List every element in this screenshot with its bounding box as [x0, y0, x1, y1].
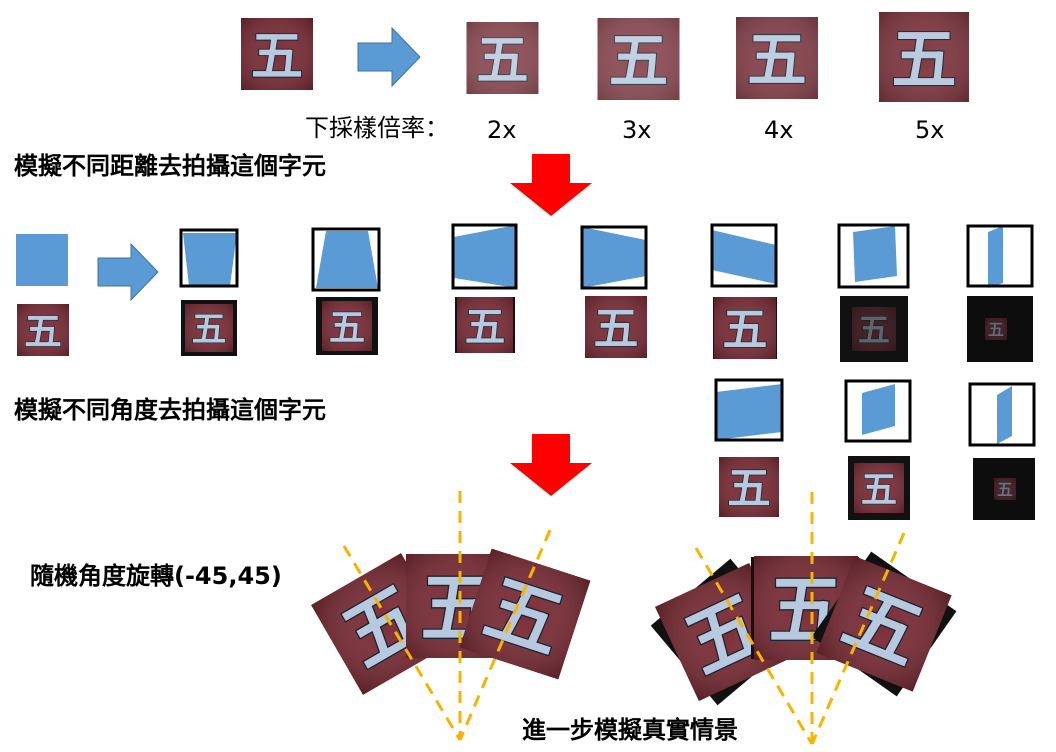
- blue-arrow-icon: [357, 26, 421, 88]
- warp-2: [311, 227, 381, 292]
- card-3x: [597, 18, 680, 100]
- original-card: [240, 18, 314, 90]
- rate-4x: 4x: [764, 116, 793, 144]
- caption-angle: 模擬不同角度去拍攝這個字元: [14, 396, 326, 424]
- guide-line: [458, 529, 552, 741]
- rate-5x: 5x: [915, 116, 944, 144]
- warp-6: [837, 223, 910, 289]
- warp-5: [710, 223, 778, 288]
- warp-7: [966, 224, 1034, 288]
- blue-arrow-icon: [97, 242, 159, 302]
- card-5x: [879, 12, 969, 102]
- card-2x: [465, 22, 540, 94]
- downsample-cards: [465, 12, 969, 102]
- perspective-row: [16, 223, 1034, 362]
- sample-card: [185, 303, 233, 353]
- sample-card: [854, 462, 904, 514]
- downsample-row: 下採樣倍率： 2x 3x 4x 5x: [240, 12, 969, 144]
- red-down-arrow-icon: [510, 154, 592, 216]
- sample-card: [713, 297, 777, 359]
- downsample-label: 下採樣倍率：: [305, 114, 449, 142]
- card-4x: [734, 17, 820, 99]
- caption-distance: 模擬不同距離去拍攝這個字元: [14, 152, 326, 180]
- sample-card: [994, 477, 1016, 501]
- guide-line: [342, 545, 462, 741]
- sample-card: [16, 304, 70, 356]
- warp-1: [179, 228, 239, 288]
- sample-card: [584, 296, 648, 358]
- guide-line: [694, 547, 814, 745]
- rotation-right: [650, 492, 957, 745]
- sample-card: [322, 300, 372, 352]
- rate-3x: 3x: [622, 116, 651, 144]
- sample-card: [456, 297, 514, 353]
- warp-3: [451, 223, 518, 290]
- warp-8: [714, 378, 784, 442]
- red-down-arrow-icon: [510, 434, 592, 496]
- source-square: [16, 234, 68, 286]
- rotation-left: [310, 491, 591, 741]
- warp-4: [580, 225, 648, 290]
- warp-10: [968, 382, 1036, 447]
- sample-card: [852, 306, 896, 352]
- angle-row: [714, 378, 1036, 520]
- sample-card: [718, 457, 780, 517]
- rate-2x: 2x: [487, 116, 516, 144]
- caption-real-scene: 進一步模擬真實情景: [522, 716, 738, 744]
- caption-rotation: 隨機角度旋轉(-45,45): [30, 562, 282, 590]
- warp-9: [844, 379, 912, 443]
- guide-line: [810, 532, 906, 745]
- sample-card: [985, 317, 1007, 341]
